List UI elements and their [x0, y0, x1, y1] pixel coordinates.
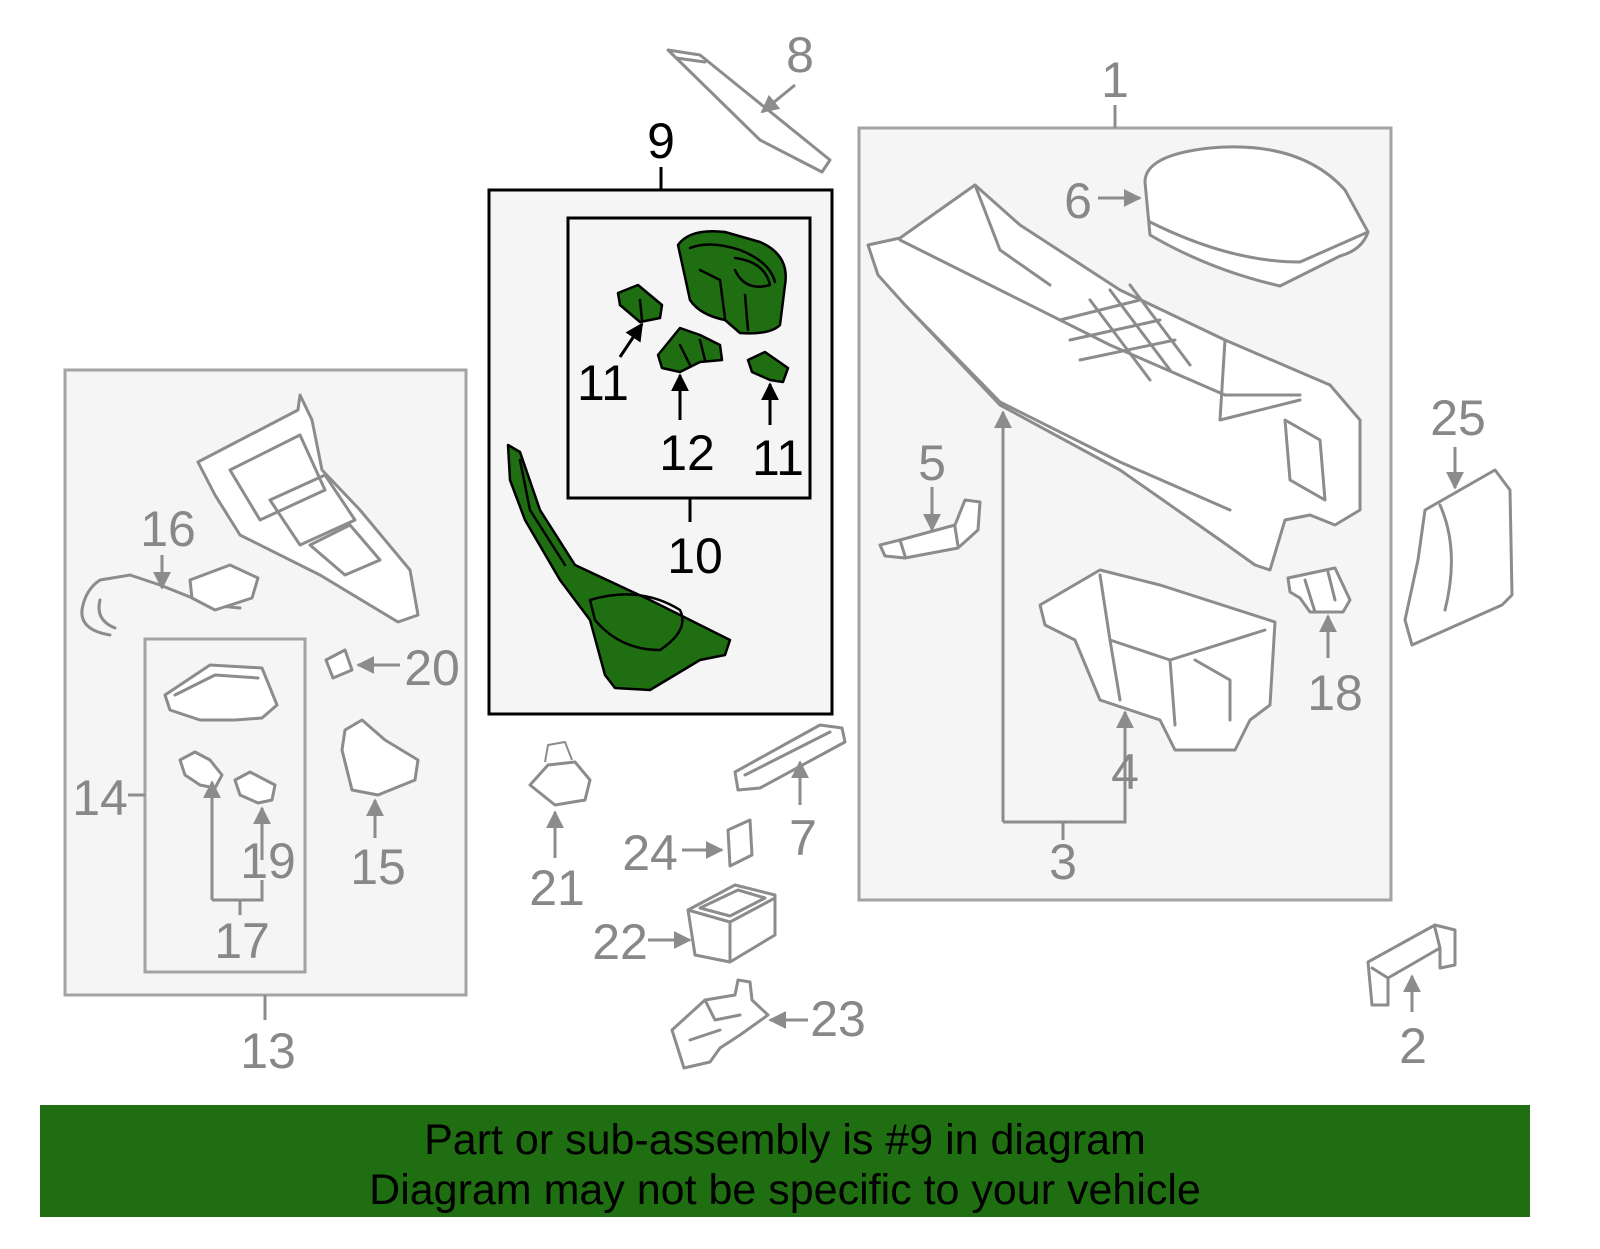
callout-4: 4	[1111, 744, 1139, 800]
part-25-side-panel	[1403, 447, 1514, 647]
callout-15: 15	[350, 839, 406, 895]
part-18-knob	[1286, 566, 1352, 658]
callout-23: 23	[810, 991, 866, 1047]
callout-3: 3	[1049, 834, 1077, 890]
part-10-cup-holder	[676, 230, 787, 335]
callout-24: 24	[622, 825, 678, 881]
part-6-armrest-lid	[1098, 145, 1370, 288]
part-11-clip-left	[616, 283, 664, 358]
part-9-console-side-trim	[506, 443, 732, 692]
part-4-storage-bin	[1038, 568, 1277, 752]
part-2-bracket	[1366, 923, 1457, 1012]
callout-18: 18	[1307, 665, 1363, 721]
part-14-switch-panel	[128, 663, 279, 797]
part-7-strip	[733, 723, 847, 805]
part-21-switch	[528, 741, 592, 858]
footer-line-1: Part or sub-assembly is #9 in diagram	[424, 1116, 1146, 1164]
callout-22: 22	[592, 914, 648, 970]
callout-1: 1	[1101, 52, 1129, 108]
part-24-plate	[682, 818, 754, 868]
part-1-console-body	[866, 183, 1362, 822]
callout-12: 12	[659, 425, 715, 481]
callout-11-left: 11	[577, 355, 629, 411]
group-box-14	[143, 637, 307, 974]
callout-8: 8	[786, 27, 814, 83]
callout-19: 19	[240, 833, 296, 889]
callout-17: 17	[214, 913, 270, 969]
part-11-clip-right	[746, 350, 790, 425]
part-5-bracket	[878, 487, 982, 560]
part-13-shifter-bezel	[196, 393, 420, 624]
callout-14: 14	[72, 770, 128, 826]
part-19-knob	[233, 770, 277, 805]
part-15-boot	[340, 718, 420, 838]
callout-13: 13	[240, 1023, 296, 1079]
part-22-usb-module	[648, 883, 777, 964]
callout-21: 21	[529, 860, 585, 916]
callout-5: 5	[918, 435, 946, 491]
callout-6: 6	[1064, 173, 1092, 229]
callout-2: 2	[1399, 1018, 1427, 1074]
callout-25: 25	[1430, 390, 1486, 446]
callout-20: 20	[404, 640, 460, 696]
part-20-clip	[324, 648, 400, 680]
footer-line-2: Diagram may not be specific to your vehi…	[369, 1166, 1201, 1214]
part-16-harness	[80, 555, 260, 637]
part-23-wiring-bracket	[670, 978, 808, 1070]
callout-11-right: 11	[752, 430, 804, 486]
callout-10: 10	[667, 528, 723, 584]
part-12-bracket	[656, 326, 724, 420]
part-8-trim-strip	[666, 48, 832, 174]
callout-16: 16	[140, 501, 196, 557]
footer-banner: Part or sub-assembly is #9 in diagram Di…	[40, 1105, 1530, 1217]
callout-9: 9	[647, 113, 675, 169]
callout-7: 7	[789, 810, 817, 866]
